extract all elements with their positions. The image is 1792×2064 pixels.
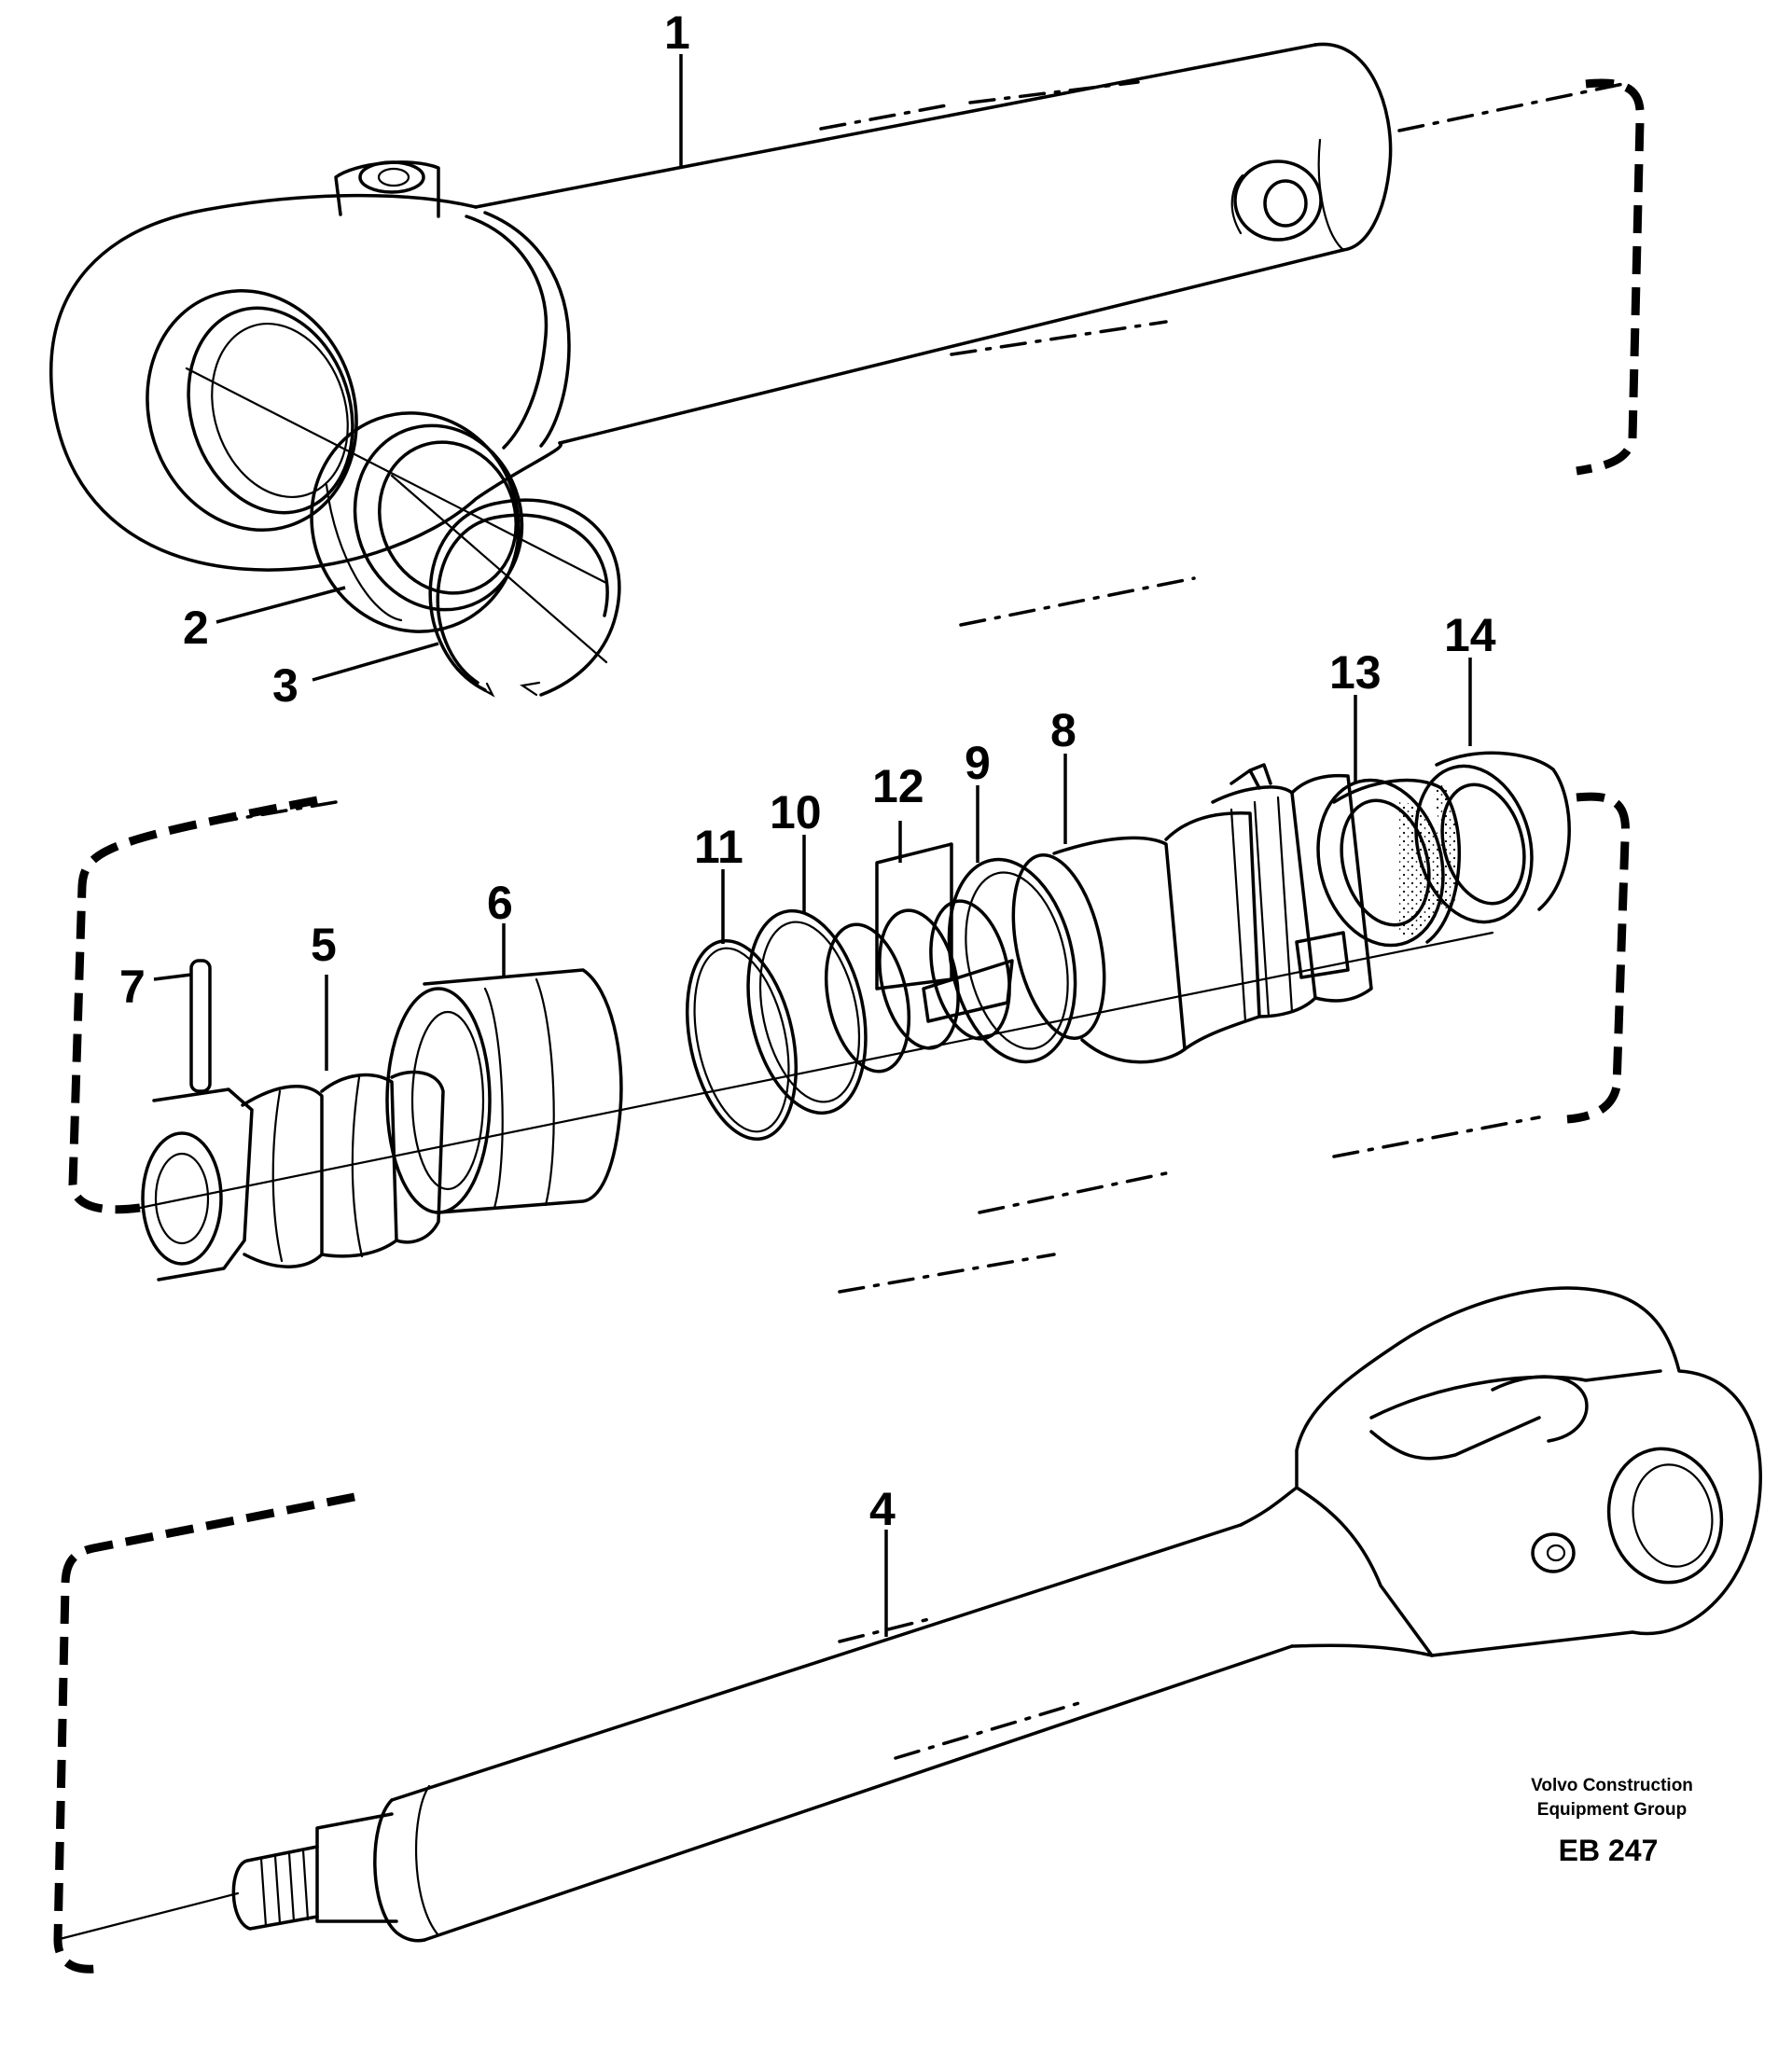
part-label-11: 11: [694, 821, 743, 873]
part-label-7: 7: [119, 961, 146, 1013]
part-label-12: 12: [872, 760, 924, 812]
cylinder-tube: [49, 42, 1625, 627]
spherical-bearing: [310, 411, 524, 633]
part-label-1: 1: [664, 7, 690, 59]
wiper-14: [1414, 751, 1571, 924]
group-bracket-bottom: [53, 1492, 355, 1974]
piston-nut: [141, 1070, 445, 1281]
drawing-code: EB 247: [1559, 1834, 1659, 1867]
circlip: [390, 474, 621, 698]
piston-bushing: [385, 968, 623, 1214]
part-label-8: 8: [1050, 704, 1077, 756]
seal-ring-9: [947, 857, 1077, 1064]
publisher-line-1: Volvo Construction: [1531, 1776, 1693, 1795]
group-bracket-right: [1566, 792, 1630, 1124]
piston-rod: [54, 1286, 1762, 1943]
part-label-5: 5: [311, 919, 337, 971]
part-label-9: 9: [965, 737, 991, 789]
part-label-6: 6: [487, 877, 513, 929]
seal-ring-10: [746, 908, 911, 1115]
publisher-line-2: Equipment Group: [1537, 1800, 1687, 1820]
callouts-middle: 7 5 6 11 10 12 9 8 13 14: [119, 609, 1496, 1071]
callouts-top: 1 2 3: [183, 7, 690, 712]
publisher-block: Volvo Construction Equipment Group EB 24…: [1531, 1776, 1693, 1867]
part-label-10: 10: [770, 786, 822, 838]
piston: [1011, 763, 1373, 1064]
part-label-2: 2: [183, 602, 209, 654]
callouts-bottom: 4: [869, 1483, 896, 1637]
group-bracket-top: [1576, 78, 1645, 476]
part-label-3: 3: [272, 659, 299, 712]
part-label-4: 4: [869, 1483, 896, 1535]
part-label-13: 13: [1329, 646, 1382, 699]
group-bracket-middle: [68, 796, 318, 1214]
lock-pin: [189, 959, 212, 1093]
o-ring-11: [685, 938, 799, 1142]
part-label-14: 14: [1444, 609, 1496, 661]
